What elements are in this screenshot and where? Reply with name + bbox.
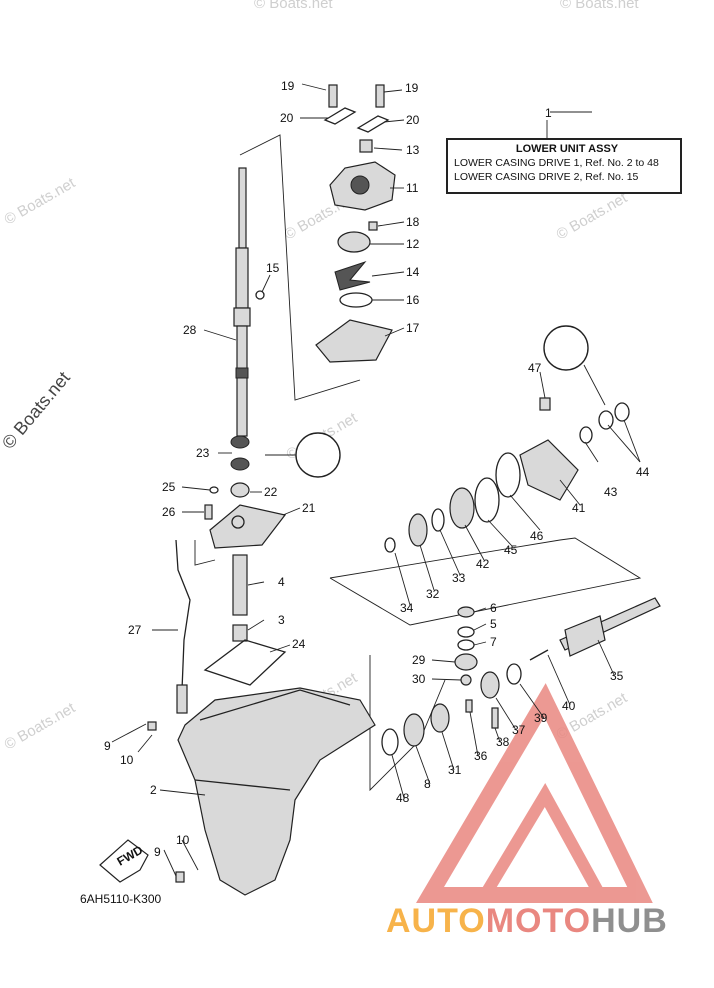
svg-text:© Boats.net: © Boats.net xyxy=(2,174,79,228)
callout-46: 46 xyxy=(530,529,544,543)
callout-20-right: 20 xyxy=(406,113,420,127)
callout-39: 39 xyxy=(534,711,548,725)
callout-25: 25 xyxy=(162,480,176,494)
callout-38: 38 xyxy=(496,735,510,749)
callout-1: 1 xyxy=(545,106,552,120)
callout-14: 14 xyxy=(406,265,420,279)
watermarks: © Boats.net © Boats.net © Boats.net © Bo… xyxy=(2,0,640,753)
callout-22: 22 xyxy=(264,485,278,499)
callout-10-lower: 10 xyxy=(176,833,190,847)
callout-5: 5 xyxy=(490,617,497,631)
callout-4: 4 xyxy=(278,575,285,589)
assembly-title: LOWER UNIT ASSY xyxy=(515,143,619,155)
callout-42: 42 xyxy=(476,557,490,571)
water-pump xyxy=(255,84,396,363)
callout-10-upper: 10 xyxy=(120,753,134,767)
diagram-code: 6AH5110-K300 xyxy=(80,892,162,906)
callout-41: 41 xyxy=(572,501,586,515)
callout-19-left: 19 xyxy=(281,79,295,93)
callout-29: 29 xyxy=(412,653,426,667)
callout-33: 33 xyxy=(452,571,466,585)
gear-cluster xyxy=(147,397,630,883)
callout-47: 47 xyxy=(528,361,542,375)
shift-rod xyxy=(175,539,191,714)
assembly-line-1: LOWER CASING DRIVE 1, Ref. No. 2 to 48 xyxy=(454,157,659,169)
callout-9-lower: 9 xyxy=(154,845,161,859)
drive-shaft xyxy=(233,167,251,437)
callout-34: 34 xyxy=(400,601,414,615)
sealant-hint-icon xyxy=(543,325,589,371)
callout-15: 15 xyxy=(266,261,280,275)
callout-44: 44 xyxy=(636,465,650,479)
housing-parts xyxy=(204,435,287,549)
bushes xyxy=(203,554,287,686)
callout-43: 43 xyxy=(604,485,618,499)
callout-45: 45 xyxy=(504,543,518,557)
callout-2: 2 xyxy=(150,783,157,797)
svg-text:© Boats.net: © Boats.net xyxy=(2,699,79,753)
callout-3: 3 xyxy=(278,613,285,627)
callout-18: 18 xyxy=(406,215,420,229)
callout-48: 48 xyxy=(396,791,410,805)
logo-part-auto: AUTO xyxy=(386,902,486,940)
callout-7: 7 xyxy=(490,635,497,649)
propeller-shaft xyxy=(559,597,661,657)
logo-part-hub: HUB xyxy=(591,902,668,940)
leader-lines xyxy=(111,83,641,877)
callout-26: 26 xyxy=(162,505,176,519)
callout-numbers: 19 19 20 20 13 11 18 12 14 16 17 15 28 2… xyxy=(104,79,650,859)
svg-text:© Boats.net: © Boats.net xyxy=(560,0,639,12)
callout-40: 40 xyxy=(562,699,576,713)
logo-mark xyxy=(415,683,653,903)
callout-37: 37 xyxy=(512,723,526,737)
callout-31: 31 xyxy=(448,763,462,777)
callout-32: 32 xyxy=(426,587,440,601)
lower-casing xyxy=(177,687,376,896)
callout-35: 35 xyxy=(610,669,624,683)
autmotohub-logo: AUTOMOTOHUB xyxy=(386,902,668,941)
callout-12: 12 xyxy=(406,237,420,251)
svg-text:© Boats.net: © Boats.net xyxy=(554,189,631,243)
callout-27: 27 xyxy=(128,623,142,637)
callout-23: 23 xyxy=(196,446,210,460)
callout-8: 8 xyxy=(424,777,431,791)
assembly-info-box: LOWER UNIT ASSY LOWER CASING DRIVE 1, Re… xyxy=(446,138,682,194)
callout-11: 11 xyxy=(406,181,419,195)
assembly-line-2: LOWER CASING DRIVE 2, Ref. No. 15 xyxy=(454,171,639,183)
callout-17: 17 xyxy=(406,321,420,335)
callout-21: 21 xyxy=(302,501,316,515)
callout-24: 24 xyxy=(292,637,306,651)
callout-6: 6 xyxy=(490,601,497,615)
hint-icons xyxy=(265,325,606,478)
callout-36: 36 xyxy=(474,749,488,763)
fwd-arrow: FWD xyxy=(99,839,149,883)
callout-20-left: 20 xyxy=(280,111,294,125)
logo-part-moto: MOTO xyxy=(485,902,592,940)
grease-hint-icon xyxy=(295,432,341,478)
callout-16: 16 xyxy=(406,293,420,307)
callout-28: 28 xyxy=(183,323,197,337)
callout-19-right: 19 xyxy=(405,81,419,95)
callout-13: 13 xyxy=(406,143,420,157)
callout-30: 30 xyxy=(412,672,426,686)
svg-text:© Boats.net: © Boats.net xyxy=(254,0,333,12)
callout-9-upper: 9 xyxy=(104,739,111,753)
